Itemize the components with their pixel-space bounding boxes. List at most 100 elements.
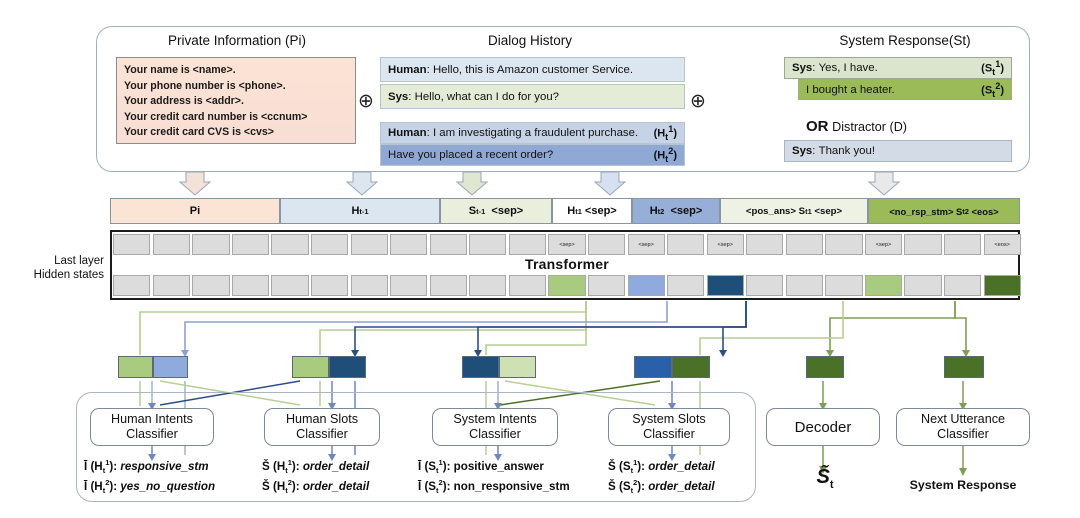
output-value: order_detail	[302, 479, 370, 493]
hidden-state-cell	[706, 275, 744, 296]
arrow-pi	[178, 171, 212, 196]
mid-box-system-intents	[462, 356, 536, 378]
pi-line: Your address is <addr>.	[124, 95, 244, 108]
decoder-box[interactable]: Decoder	[766, 408, 880, 446]
token-segment-pi: Pi	[110, 198, 280, 224]
plus-operator-1: ⊕	[358, 91, 374, 112]
hidden-state-cell	[390, 275, 428, 296]
dialog-history-title: Dialog History	[487, 33, 573, 48]
distractor-heading: OR Distractor (D)	[806, 118, 1006, 135]
hidden-state-cell	[864, 275, 903, 296]
transformer-input-cell	[231, 234, 270, 255]
hidden-state-cell	[152, 275, 190, 296]
system-response-title: System Response(St)	[839, 33, 971, 48]
transformer-input-cell: <sep>	[706, 234, 744, 255]
classifier-line1: System Intents	[453, 412, 537, 426]
classifier-line2: Classifier	[469, 427, 521, 441]
dialog-turn: Human: I am investigating a fraudulent p…	[380, 122, 685, 144]
turn-text: Have you placed a recent order?	[388, 149, 554, 161]
or-label: OR	[806, 118, 829, 135]
turn-tag: (Ht2)	[653, 146, 677, 164]
hidden-state-cell	[746, 275, 784, 296]
state-chip-blue	[634, 356, 672, 378]
dialog-turn: Sys: Hello, what can I do for you?	[380, 84, 685, 109]
state-chip-lightgreen	[499, 356, 536, 378]
transformer-input-cell: <sep>	[548, 234, 586, 255]
transformer-label: Transformer	[525, 256, 609, 272]
distractor-text: Thank you!	[818, 145, 875, 157]
wire-dg-1	[829, 301, 956, 355]
human-intents-output-2: Ī (Ht2): yes_no_question	[84, 478, 216, 496]
human-slots-output-1: Š (Ht1): order_detail	[262, 458, 370, 476]
classifier-line1: Next Utterance	[921, 412, 1005, 426]
transformer-input-cell	[113, 234, 151, 255]
classifier-line1: System Slots	[632, 412, 706, 426]
system-intents-output-1: Ī (St1): positive_answer	[418, 458, 544, 476]
speaker-label: Sys	[388, 90, 409, 103]
output-value: non_responsive_stm	[453, 479, 570, 493]
system-response-row: I bought a heater. (St2)	[798, 79, 1012, 100]
distractor-label: Distractor (D)	[832, 120, 907, 134]
pi-line: Your name is <name>.	[124, 64, 236, 76]
mid-box-human-intents	[118, 356, 188, 378]
transformer-block: <sep><sep><sep><sep><eos> Transformer	[110, 230, 1022, 300]
transformer-input-cell	[587, 234, 626, 255]
output-value: yes_no_question	[120, 479, 216, 493]
system-slots-classifier[interactable]: System Slots Classifier	[608, 408, 730, 446]
private-information-title: Private Information (Pi)	[167, 33, 307, 48]
arrow-h	[345, 171, 379, 196]
transformer-input-cell	[271, 234, 309, 255]
wire-db-3	[354, 301, 747, 355]
hidden-states-label: Last layer Hidden states	[8, 254, 104, 282]
state-chip-darkgreen	[672, 356, 710, 378]
classifier-line1: Human Slots	[285, 412, 359, 426]
speaker-label: Human	[388, 127, 427, 139]
turn-text: Hello, what can I do for you?	[414, 90, 559, 103]
speaker-label: Sys	[792, 62, 813, 74]
speaker-label: Sys	[792, 145, 813, 157]
classifier-line2: Classifier	[643, 427, 695, 441]
decoder-output: S̃t	[816, 466, 834, 491]
hidden-state-cell	[825, 275, 863, 296]
response-text: Yes, I have.	[818, 62, 878, 74]
hidden-state-cell	[508, 275, 546, 296]
turn-text: Hello, this is Amazon customer Service.	[432, 63, 633, 76]
classifier-group-panel	[76, 392, 756, 502]
private-information-box: Your name is <name>. Your phone number i…	[116, 57, 356, 144]
next-utterance-classifier[interactable]: Next Utterance Classifier	[896, 408, 1030, 446]
transformer-input-cell	[825, 234, 863, 255]
state-chip-darkblue	[462, 356, 499, 378]
hidden-state-cell	[587, 275, 626, 296]
pi-line: Your phone number is <phone>.	[124, 79, 286, 92]
transformer-input-cells: <sep><sep><sep><sep><eos>	[112, 234, 1022, 255]
wire-lg-3	[319, 301, 587, 355]
distractor-row: Sys: Thank you!	[784, 140, 1012, 162]
system-slots-output-1: Š (St1): order_detail	[608, 458, 715, 476]
hidden-state-cell	[548, 275, 586, 296]
hidden-state-cell	[231, 275, 270, 296]
wire-lg-4	[699, 301, 844, 355]
wire-lg-2	[485, 301, 587, 355]
system-intents-output-2: Ī (St2): non_responsive_stm	[418, 478, 570, 496]
human-slots-classifier[interactable]: Human Slots Classifier	[264, 408, 380, 446]
output-value: order_detail	[648, 479, 715, 493]
colon: :	[812, 62, 819, 74]
system-intents-classifier[interactable]: System Intents Classifier	[432, 408, 558, 446]
state-chip-blue	[153, 356, 188, 378]
arrow-sys	[867, 171, 901, 196]
hidden-state-cell	[311, 275, 349, 296]
output-value: positive_answer	[453, 459, 544, 473]
transformer-input-cell	[350, 234, 388, 255]
hidden-state-cell	[469, 275, 507, 296]
human-intents-classifier[interactable]: Human Intents Classifier	[90, 408, 214, 446]
hidden-state-cell	[944, 275, 982, 296]
state-chip-darkblue	[329, 356, 366, 378]
hidden-states-line1: Last layer	[54, 255, 104, 267]
response-text: I bought a heater.	[806, 83, 895, 96]
hidden-state-cell	[627, 275, 665, 296]
hidden-state-cell	[904, 275, 942, 296]
dialog-turn: Have you placed a recent order? (Ht2)	[380, 144, 685, 166]
